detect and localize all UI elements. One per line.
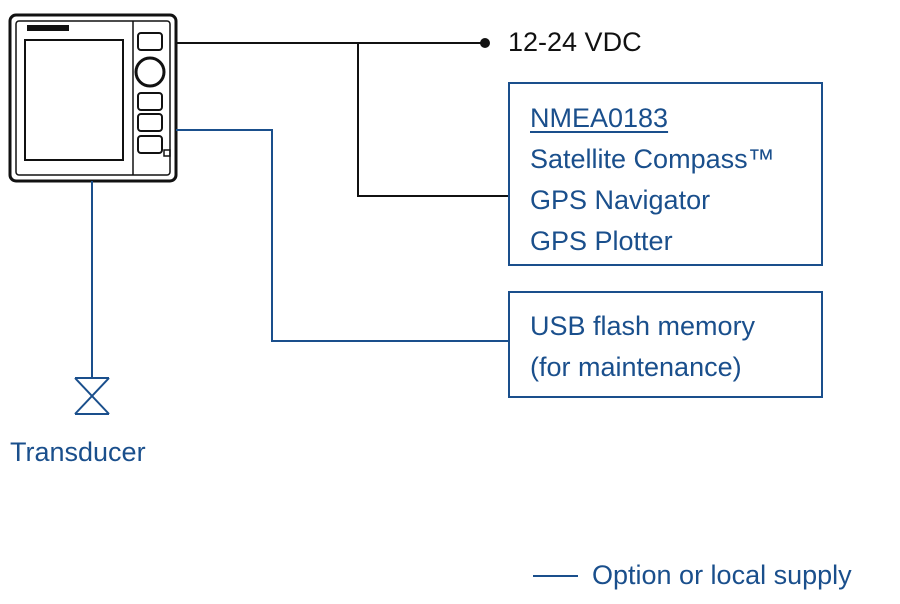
nmea-item: GPS Plotter [530, 226, 673, 256]
transducer-icon [74, 377, 110, 415]
transducer-label: Transducer [10, 437, 146, 467]
legend-label: Option or local supply [592, 560, 852, 590]
display-unit [8, 13, 178, 183]
usb-device-box: USB flash memory (for maintenance) [508, 291, 823, 398]
lcd-screen [24, 39, 124, 161]
panel-key-icon [137, 135, 163, 154]
usb-cable [176, 129, 508, 342]
panel-key-icon [137, 32, 163, 51]
power-terminal-dot [480, 38, 490, 48]
nmea-device-box: NMEA0183 Satellite Compass™ GPS Navigato… [508, 82, 823, 266]
power-label: 12-24 VDC [508, 27, 642, 57]
nmea-item: GPS Navigator [530, 185, 711, 215]
panel-key-icon [137, 92, 163, 111]
brand-logo [27, 25, 69, 31]
power-key-icon [163, 149, 171, 157]
panel-key-icon [137, 113, 163, 132]
nmea-cable [357, 43, 508, 197]
nmea-item: Satellite Compass™ [530, 144, 775, 174]
usb-line: USB flash memory [530, 311, 756, 341]
usb-line: (for maintenance) [530, 352, 742, 382]
rotary-knob-icon [134, 56, 166, 88]
nmea-title: NMEA0183 [530, 103, 669, 133]
